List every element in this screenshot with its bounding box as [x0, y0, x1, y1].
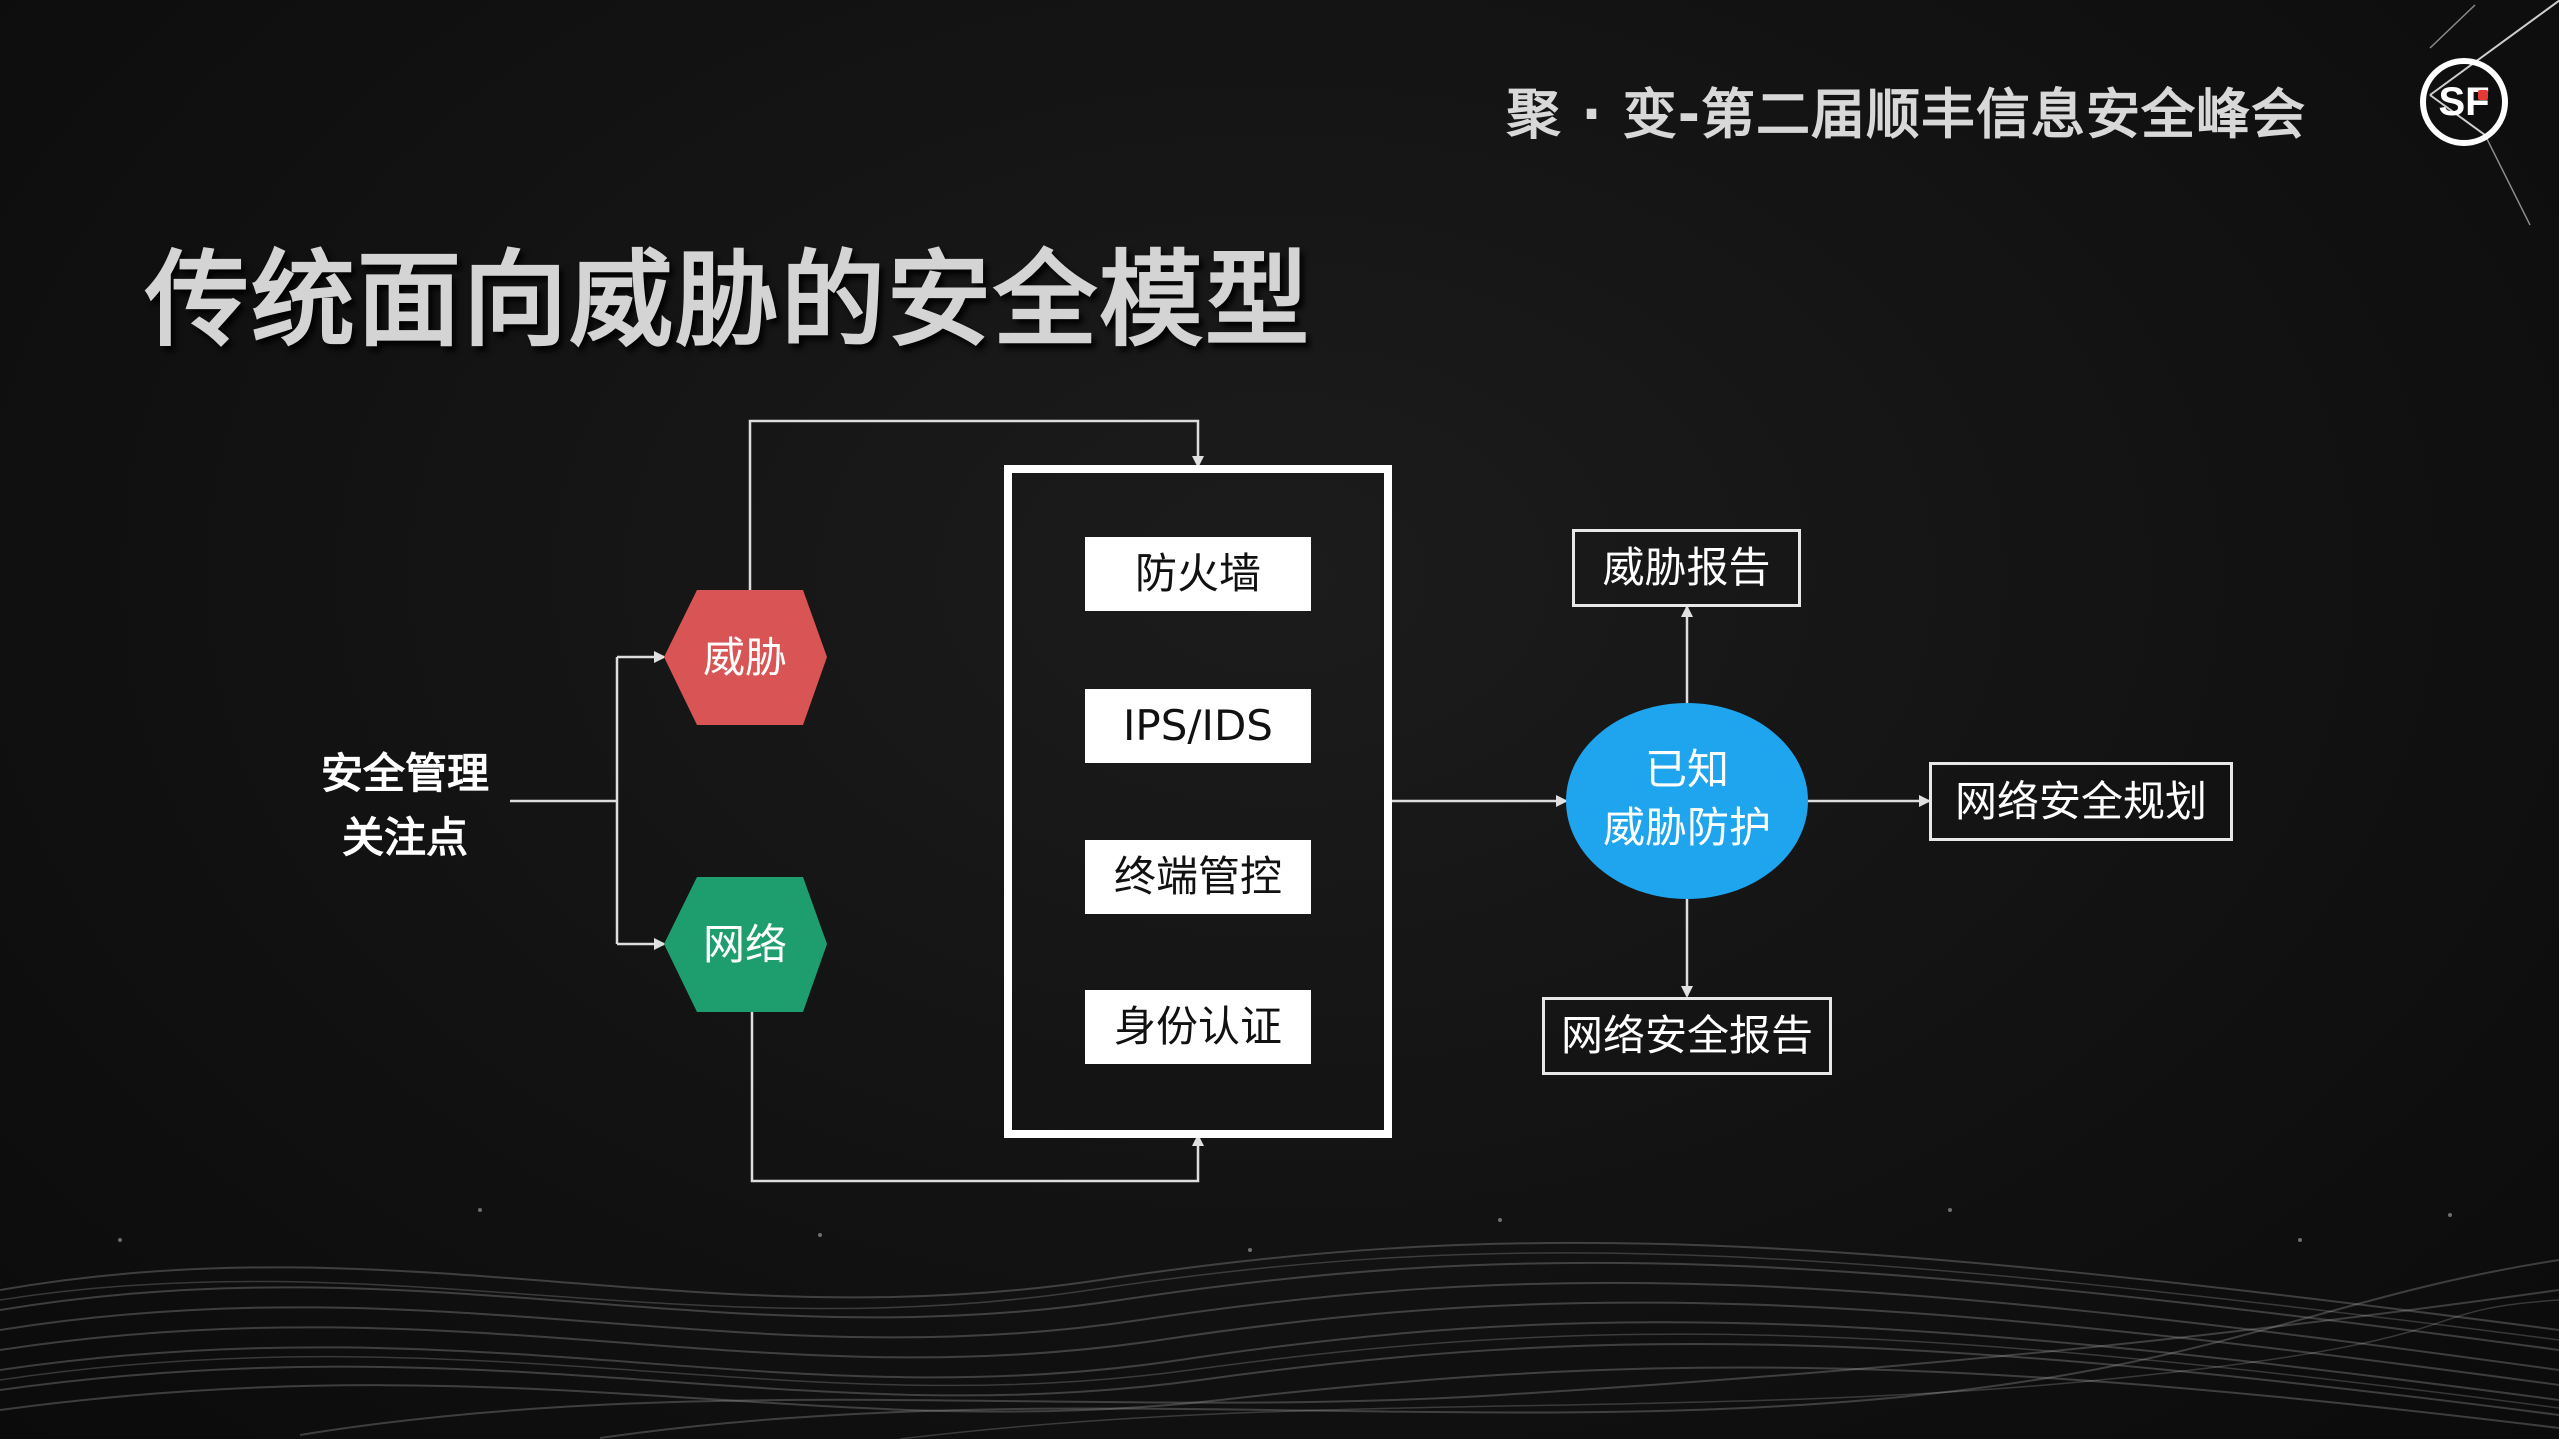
control-firewall: 防火墙 — [1085, 537, 1311, 611]
focus-label-line2: 关注点 — [341, 813, 468, 862]
focus-label: 安全管理 关注点 — [290, 742, 520, 870]
threat-node-label: 威胁 — [703, 633, 787, 682]
network-node: 网络 — [664, 877, 827, 1012]
center-ellipse — [1566, 703, 1808, 899]
focus-label-line1: 安全管理 — [320, 749, 489, 798]
center-node: 已知 威胁防护 — [1566, 703, 1808, 899]
logo-red-dot — [2478, 90, 2488, 100]
page-title: 传统面向威胁的安全模型 — [145, 239, 1312, 361]
sf-logo: SF — [2420, 58, 2508, 146]
wave-decoration — [0, 1208, 2559, 1439]
threat-hexagon — [664, 590, 827, 725]
control-identity: 身份认证 — [1085, 990, 1311, 1064]
connector-threat-to-controls — [748, 419, 1204, 590]
center-node-line1: 已知 — [1645, 745, 1729, 794]
connector-network-to-controls — [750, 1012, 1204, 1183]
sf-logo-text: SF — [2438, 80, 2490, 124]
network-node-label: 网络 — [703, 920, 787, 969]
output-network-report: 网络安全报告 — [1542, 997, 1832, 1075]
center-node-line2: 威胁防护 — [1603, 803, 1771, 852]
event-title: 聚 · 变-第二届顺丰信息安全峰会 — [1506, 83, 2306, 146]
network-hexagon — [664, 877, 827, 1012]
threat-node: 威胁 — [664, 590, 827, 725]
control-ips-ids: IPS/IDS — [1085, 689, 1311, 763]
output-network-plan: 网络安全规划 — [1929, 762, 2233, 841]
output-threat-report: 威胁报告 — [1572, 529, 1801, 607]
controls-container — [1004, 465, 1392, 1138]
control-endpoint: 终端管控 — [1085, 840, 1311, 914]
